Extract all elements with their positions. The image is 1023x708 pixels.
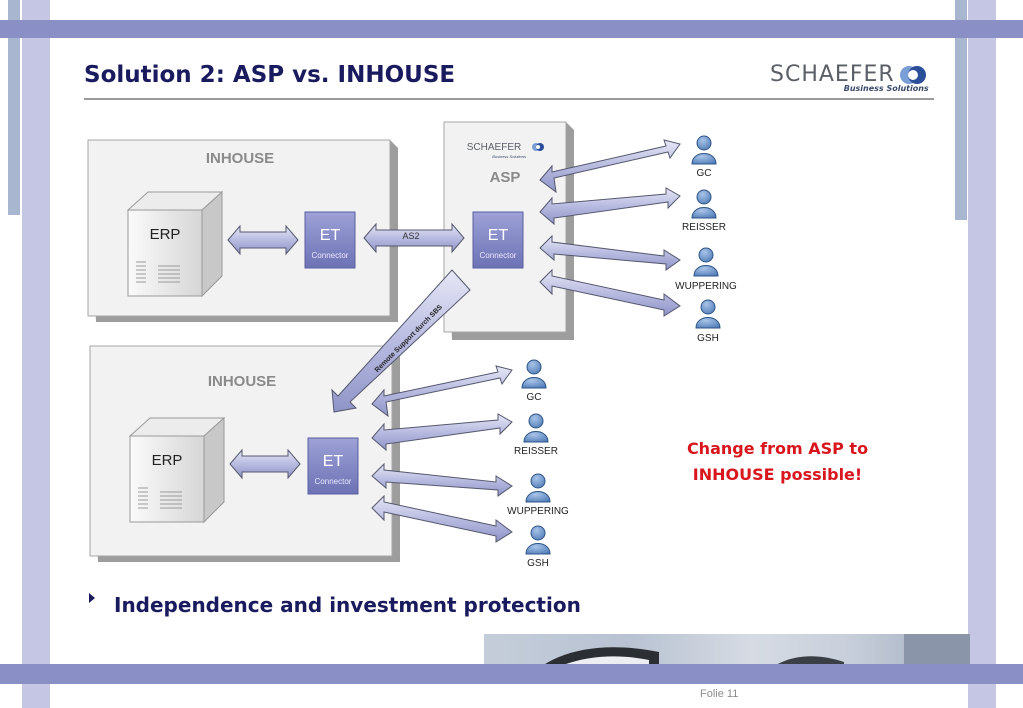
partner-label: GC [527, 392, 542, 403]
callout-line-1: Change from ASP to [686, 439, 869, 458]
et-connector-top-inhouse: ET Connector [304, 211, 356, 269]
partner-label: GSH [697, 333, 719, 344]
bullet-arrow-icon [89, 593, 95, 603]
asp-partner-wuppering: WUPPERING [675, 247, 737, 292]
page-title: Solution 2: ASP vs. INHOUSE [84, 62, 456, 88]
logo-brand: SCHAEFER [770, 62, 895, 87]
logo-mark-icon [899, 65, 926, 84]
title-divider [84, 98, 934, 100]
inhouse-partner-reisser: REISSER [514, 413, 558, 457]
left-border-bar [22, 0, 50, 708]
connector-label: Connector [480, 251, 517, 260]
as2-label: AS2 [402, 231, 419, 241]
top-band [0, 20, 1023, 38]
logo-tagline: Business Solutions [843, 84, 929, 93]
inhouse-partner-gc: GC [521, 359, 547, 403]
callout-line-2: INHOUSE possible! [692, 465, 863, 484]
erp-to-et-arrow-top [227, 224, 299, 256]
erp-label-top: ERP [150, 226, 181, 243]
partner-label: WUPPERING [675, 281, 737, 292]
et-connector-asp: ET Connector [472, 211, 524, 269]
slide-number: Folie 11 [700, 688, 739, 700]
et-label: ET [488, 227, 509, 244]
right-border-bar [968, 0, 996, 708]
partner-label: GSH [527, 558, 549, 569]
inhouse-partner-arrows [371, 365, 513, 543]
bottom-band [0, 664, 1023, 684]
erp-server-bottom: ERP [128, 416, 226, 524]
inhouse-partner-wuppering: WUPPERING [507, 473, 569, 517]
erp-label-bottom: ERP [152, 452, 183, 469]
as2-arrow: AS2 [363, 222, 465, 254]
erp-to-et-arrow-bottom [229, 448, 301, 480]
company-logo: SCHAEFER Business Solutions [770, 62, 929, 93]
change-callout: Change from ASP to INHOUSE possible! [650, 436, 905, 488]
bottom-inhouse-label: INHOUSE [208, 373, 276, 390]
et-connector-bottom-inhouse: ET Connector [307, 437, 359, 495]
et-label: ET [323, 453, 344, 470]
asp-partner-gc: GC [691, 135, 717, 179]
asp-label: ASP [490, 169, 521, 186]
bullet-text: Independence and investment protection [114, 593, 581, 617]
inhouse-partner-gsh: GSH [525, 525, 551, 569]
connector-label: Connector [312, 251, 349, 260]
asp-partner-reisser: REISSER [682, 189, 726, 233]
top-inhouse-label: INHOUSE [206, 150, 274, 167]
partner-label: GC [697, 168, 712, 179]
asp-partner-gsh: GSH [695, 299, 721, 344]
erp-server-top: ERP [126, 190, 224, 298]
partner-label: REISSER [514, 446, 558, 457]
partner-label: WUPPERING [507, 506, 569, 517]
asp-logo-brand: SCHAEFER [467, 142, 521, 153]
connector-label: Connector [315, 477, 352, 486]
right-accent-bar [955, 0, 967, 220]
et-label: ET [320, 227, 341, 244]
partner-label: REISSER [682, 222, 726, 233]
asp-partner-arrows [539, 139, 681, 317]
asp-logo-tagline: Business Solutions [492, 154, 526, 159]
left-accent-bar [8, 0, 20, 215]
